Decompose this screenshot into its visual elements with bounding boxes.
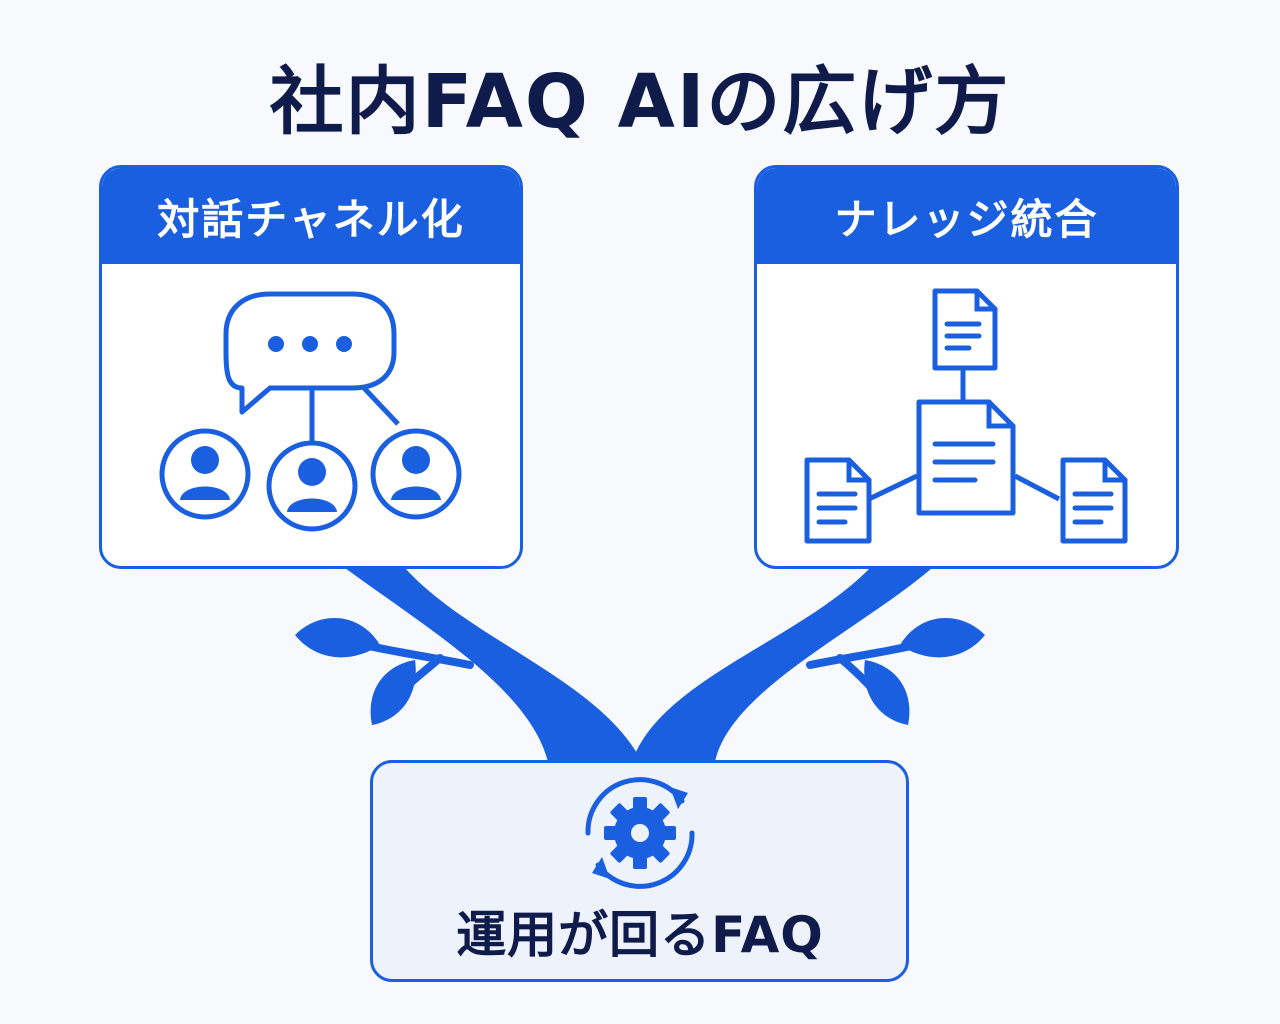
document-icon [804,457,872,544]
leaves [295,618,985,725]
connector-lines [309,386,400,442]
tree-branches [345,568,932,762]
knowledge-integration-header: ナレッジ統合 [757,168,1176,264]
user-icon [159,428,251,520]
chat-channel-card: 対話チャネル化 [99,165,523,569]
knowledge-integration-card: ナレッジ統合 [754,165,1179,569]
chat-bubble-icon [223,291,397,415]
knowledge-integration-body [757,264,1176,566]
leaf-icon [900,618,985,658]
document-icon [932,288,998,371]
gear-icon [604,797,676,869]
user-icon [370,428,462,520]
leaf-icon [864,660,910,725]
chat-channel-body [102,264,520,566]
connector-lines [867,368,1061,502]
user-icon [266,440,358,532]
leaf-icon [370,660,416,725]
leaf-stems [341,636,939,709]
document-icon [1060,457,1128,544]
leaf-icon [295,618,380,658]
gear-cycle-icon [585,777,695,889]
operating-faq-label: 運用が回るFAQ [456,906,824,964]
document-icon [916,399,1016,516]
page-title: 社内FAQ AIの広げ方 [269,59,1011,145]
chat-channel-header: 対話チャネル化 [102,168,520,264]
